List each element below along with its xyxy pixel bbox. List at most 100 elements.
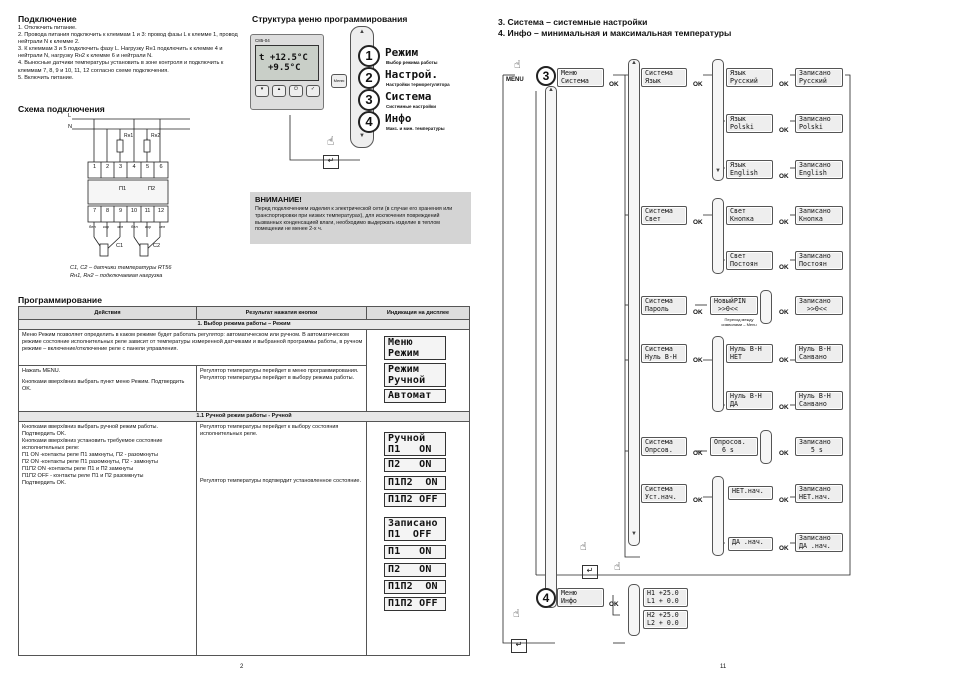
display-text: Ручной П1 ON <box>388 433 432 455</box>
ok-label[interactable]: OK <box>779 219 789 226</box>
terminal-number: 2 <box>105 164 110 170</box>
display-box: П1П2 OFF <box>384 493 446 507</box>
system-scroll-track[interactable]: ▲ ▼ <box>628 59 640 546</box>
connect-steps: 1. Отключить питание. 2. Провода питания… <box>18 25 240 82</box>
ok-label[interactable]: OK <box>779 357 789 364</box>
power-button[interactable]: ⏻ <box>289 85 303 97</box>
lcd-saved: Записано >>0<< <box>795 296 843 315</box>
ok-label[interactable]: OK <box>609 601 619 608</box>
scroll-down-icon: ▼ <box>715 168 721 174</box>
hand-icon: ☝ <box>513 608 520 620</box>
table-cell: Меню Режим позволяет определить в каком … <box>18 329 367 366</box>
ok-label[interactable]: OK <box>779 450 789 457</box>
table-header-row: Действия Результат нажатия кнопки Индика… <box>18 306 470 320</box>
line-n-label: N <box>68 124 73 130</box>
light-scroll-track[interactable] <box>712 198 724 274</box>
ok-label[interactable]: OK <box>609 81 619 88</box>
table-text: Нажать MENU. <box>22 368 61 374</box>
table-text: Регулятор температуры подтвердит установ… <box>200 478 362 484</box>
display-box: П2 ON <box>384 563 446 577</box>
ok-label[interactable]: OK <box>693 219 703 226</box>
scheme-caption: С1, С2 – датчики температуры RT56 <box>70 265 172 271</box>
menu-label[interactable]: MENU <box>506 77 524 83</box>
device-model: С85-04 <box>255 38 270 43</box>
wire-label: бел <box>131 224 138 229</box>
ok-button[interactable]: ✓ <box>306 85 320 97</box>
up-button[interactable]: ▴ <box>272 85 286 97</box>
poll-scroll-track[interactable] <box>760 430 772 464</box>
ok-label[interactable]: OK <box>779 404 789 411</box>
menu-num-1: 1 <box>358 45 380 67</box>
table-text: Регулятор температуры перейдет в выбору … <box>200 375 355 381</box>
wire-label: зел <box>159 224 166 229</box>
terminal-number: 5 <box>145 164 150 170</box>
warning-box: ВНИМАНИЕ! Перед подключением изделия к э… <box>250 192 471 244</box>
display-text: Меню Режим <box>388 337 420 359</box>
lcd-saved: Нуль В-Н Санвано <box>795 391 843 410</box>
ok-label[interactable]: OK <box>693 357 703 364</box>
wire-label: кор <box>103 224 110 229</box>
ok-label[interactable]: OK <box>779 545 789 552</box>
table-cell: Кнопками вверх/вниз выбрать ручной режим… <box>18 421 197 656</box>
ok-label[interactable]: OK <box>779 173 789 180</box>
flow-diagram-lines <box>502 74 851 644</box>
ok-label[interactable]: OK <box>779 309 789 316</box>
device-buttons: ▾ ▴ ⏻ ✓ <box>255 85 320 97</box>
menu-item-title-4: Инфо <box>385 112 412 125</box>
c1-label: С1 <box>116 243 124 249</box>
terminal-number: 9 <box>118 208 123 214</box>
display-text: П1П2 OFF <box>388 494 438 505</box>
menu-item-sub-4: Макс. и мин. температуры <box>386 126 445 131</box>
scheme-title: Схема подключения <box>18 104 105 114</box>
display-box: П1П2 OFF <box>384 597 446 611</box>
ok-label[interactable]: OK <box>693 450 703 457</box>
ok-label[interactable]: OK <box>693 309 703 316</box>
table-cell: Регулятор температуры перейдет к выбору … <box>196 421 367 656</box>
ok-label[interactable]: OK <box>693 81 703 88</box>
lcd-system-light: Система Свет <box>641 206 687 225</box>
lcd-option: Язык Русский <box>726 68 773 87</box>
pin-scroll-track[interactable] <box>760 290 772 324</box>
lcd-system-poll: Система Опрсов. <box>641 437 687 456</box>
display-box: Меню Режим <box>384 336 446 360</box>
lcd-option: Язык English <box>726 160 773 179</box>
table-cell: Регулятор температуры перейдет в меню пр… <box>196 365 367 412</box>
lcd-system-factory: Система Уст.нач. <box>641 484 687 503</box>
display-text: Записано П1 OFF <box>388 518 438 540</box>
prog-title: Программирование <box>18 295 102 305</box>
display-text: П1П2 ON <box>388 477 438 488</box>
info-scroll-track[interactable] <box>628 584 640 636</box>
menu-item-sub-1: Выбор режима работы <box>386 60 438 65</box>
menu-button[interactable]: Меню <box>331 74 347 88</box>
lcd-option: Опросов. 6 s <box>710 437 758 456</box>
zero-scroll-track[interactable] <box>712 336 724 412</box>
ok-label[interactable]: OK <box>693 497 703 504</box>
ok-label[interactable]: OK <box>779 127 789 134</box>
vertical-scroll-track[interactable]: ▲ <box>545 86 557 608</box>
p1-label: П1 <box>119 186 127 192</box>
ok-label[interactable]: OK <box>779 264 789 271</box>
ok-label[interactable]: OK <box>779 497 789 504</box>
device-panel: С85-04 t +12.5°C +9.5°C ▾ ▴ ⏻ ✓ <box>250 34 324 110</box>
menu-item-sub-2: Настройки терморегулятора <box>386 82 450 87</box>
table-header: Индикация на дисплее <box>366 306 470 320</box>
table-text: П1П2 OFF - контакты реле П1 и П2 разомкн… <box>22 473 144 479</box>
down-button[interactable]: ▾ <box>255 85 269 97</box>
wire-label: зел <box>117 224 124 229</box>
display-box: Автомат <box>384 389 446 403</box>
display-text: П1 ON <box>388 546 432 557</box>
terminal-number: 7 <box>92 208 97 214</box>
display-box: П1 ON <box>384 545 446 559</box>
wiring-scheme <box>72 118 190 257</box>
connect-step: 5. Включить питание. <box>18 74 74 81</box>
ok-label[interactable]: OK <box>779 81 789 88</box>
scroll-down-icon: ▼ <box>359 133 365 139</box>
lcd-saved: Записано English <box>795 160 843 179</box>
menu-item-title-3: Система <box>385 90 432 103</box>
lcd-option: Нуль В-Н НЕТ <box>726 344 773 363</box>
pass-note: Переход между символами – Menu <box>721 317 757 327</box>
lang-scroll-track[interactable]: ▼ <box>712 59 724 181</box>
table-text: П2 ON -контакты реле П1 разомкнуты, П2 -… <box>22 459 158 465</box>
factory-scroll-track[interactable] <box>712 476 724 556</box>
terminal-number: 1 <box>92 164 97 170</box>
